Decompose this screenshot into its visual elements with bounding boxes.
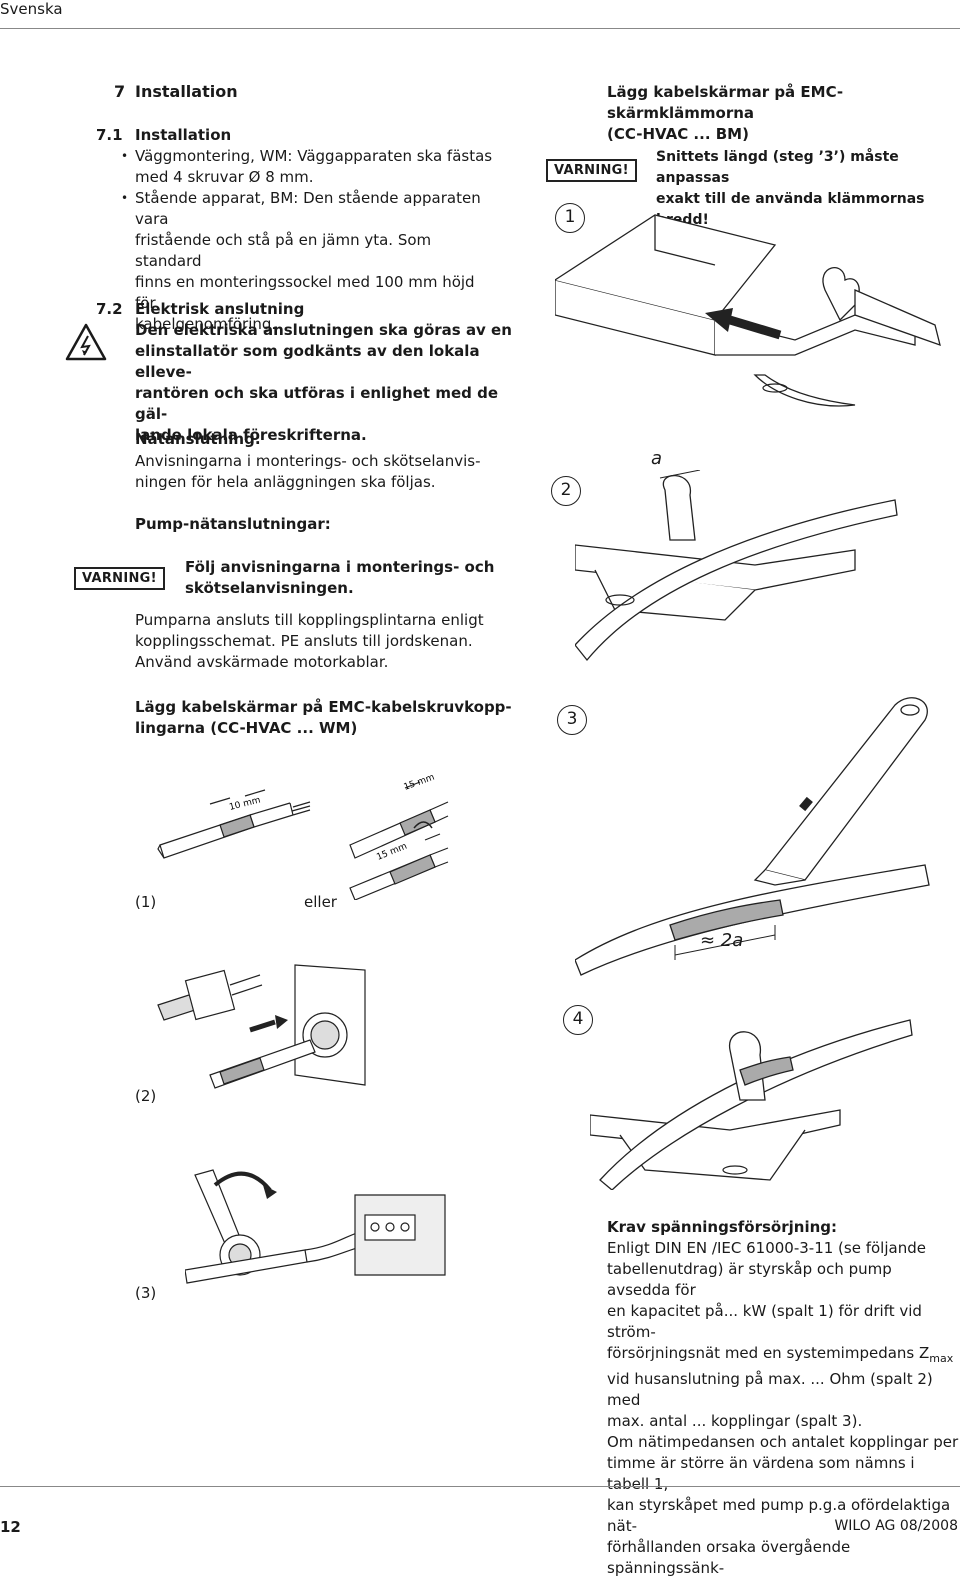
step-2-number: 2	[551, 476, 581, 506]
figure-label-3: (3)	[135, 1284, 157, 1302]
emc-clamp-rail-illustration	[555, 214, 941, 407]
cut-warning-line2: exakt till de använda klämmornas bredd!	[656, 191, 925, 228]
pump-warning-text: Följ anvisningarna i monterings- och skö…	[185, 557, 515, 599]
cut-warning-line1: Snittets längd (steg ’3’) måste anpassas	[656, 149, 899, 186]
supply-line1: Enligt DIN EN /IEC 61000-3-11 (se följan…	[607, 1239, 926, 1257]
emc-clamp-title-line1: Lägg kabelskärmar på EMC-skärmklämmorna	[607, 83, 844, 122]
subsection-7-1-title: Installation	[135, 126, 232, 144]
section-title: Installation	[135, 82, 238, 101]
dim-15mm-label-a: 15 mm	[403, 773, 436, 793]
header-divider	[0, 28, 960, 29]
elec-warning-line4: lande lokala föreskrifterna.	[135, 426, 367, 444]
figure-or-label: eller	[304, 893, 337, 911]
emc-cable-title: Lägg kabelskärmar på EMC-kabelskruvkopp-…	[135, 697, 515, 739]
emc-clamp-title: Lägg kabelskärmar på EMC-skärmklämmorna …	[607, 82, 957, 145]
supply-line7: Om nätimpedansen och antalet kopplingar …	[607, 1433, 959, 1451]
cable-cutting-knife-illustration	[575, 697, 930, 976]
footer-company: WILO AG 08/2008	[834, 1518, 958, 1534]
bullet1-line2: med 4 skruvar Ø 8 mm.	[135, 168, 314, 186]
cable-stripping-illustration: 10 mm 15 mm 15 mm	[157, 773, 449, 900]
figure-label-2: (2)	[135, 1087, 157, 1105]
subsection-7-2-title: Elektrisk anslutning	[135, 300, 305, 318]
cable-gland-tightening-illustration	[185, 1169, 446, 1284]
emc-cable-title-line1: Lägg kabelskärmar på EMC-kabelskruvkopp-	[135, 698, 512, 716]
pump-line3: Använd avskärmade motorkablar.	[135, 653, 389, 671]
language-label: Svenska	[0, 0, 63, 18]
elec-warning-line2: elinstallatör som godkänts av den lokala…	[135, 342, 480, 381]
supply-line9: kan styrskåpet med pump p.g.a ofördelakt…	[607, 1496, 951, 1535]
step-3-number: 3	[557, 705, 587, 735]
network-line2: ningen för hela anläggningen ska följas.	[135, 473, 436, 491]
supply-line8: timme är större än värdena som nämns i t…	[607, 1454, 915, 1493]
supply-line4: försörjningsnät med en systemimpedans Zm…	[607, 1343, 959, 1369]
bullet2-line3: finns en monteringssockel med 100 mm höj…	[135, 273, 475, 312]
step-1-number: 1	[555, 203, 585, 233]
supply-line6: max. antal ... kopplingar (spalt 3).	[607, 1412, 863, 1430]
step-4-number: 4	[563, 1005, 593, 1035]
section-number: 7	[114, 82, 126, 101]
network-title: Nätanslutning:	[135, 430, 261, 448]
page-number: 12	[0, 1518, 21, 1536]
bullet-wall-mount: Väggmontering, WM: Väggapparaten ska fäs…	[119, 146, 499, 188]
dimension-2a-label: ≈ 2a	[700, 930, 744, 951]
supply-line3: en kapacitet på... kW (spalt 1) för drif…	[607, 1302, 922, 1341]
warning-badge-right: VARNING!	[546, 159, 637, 182]
bullet2-line4: kabelgenomföring.	[135, 315, 277, 333]
pump-text: Pumparna ansluts till kopplingsplintarna…	[135, 610, 515, 673]
bullet-standing: Stående apparat, BM: Den stående apparat…	[119, 188, 499, 335]
figure-label-1: (1)	[135, 893, 157, 911]
footer-divider	[0, 1486, 960, 1487]
supply-line10: förhållanden orsaka övergående spännings…	[607, 1538, 851, 1577]
network-line1: Anvisningarna i monterings- och skötsela…	[135, 452, 481, 470]
pump-warning-line1: Följ anvisningarna i monterings- och	[185, 558, 495, 576]
bullet2-line1: Stående apparat, BM: Den stående apparat…	[135, 189, 481, 228]
pump-warning-line2: skötselanvisningen.	[185, 579, 354, 597]
cut-length-warning: Snittets längd (steg ’3’) måste anpassas…	[656, 147, 956, 231]
zmax-subscript: max	[929, 1352, 954, 1365]
supply-line5: vid husanslutning på max. ... Ohm (spalt…	[607, 1370, 933, 1409]
bullet1-line1: Väggmontering, WM: Väggapparaten ska fäs…	[135, 147, 493, 165]
electrical-hazard-icon	[65, 323, 107, 361]
cable-gland-illustration	[157, 964, 366, 1089]
elec-warning-line3: rantören och ska utföras i enlighet med …	[135, 384, 498, 423]
cable-clamped-illustration	[590, 1019, 913, 1190]
network-text: Anvisningarna i monterings- och skötsela…	[135, 451, 515, 493]
emc-clamp-title-line2: (CC-HVAC ... BM)	[607, 125, 749, 143]
clamp-width-illustration	[575, 470, 898, 662]
elec-warning-line1: Den elektriska anslutningen ska göras av…	[135, 321, 512, 339]
dimension-a-label: a	[651, 448, 663, 469]
supply-line4-text: försörjningsnät med en systemimpedans Z	[607, 1344, 930, 1362]
bullet2-line2: fristående och stå på en jämn yta. Som s…	[135, 231, 432, 270]
installation-bullets: Väggmontering, WM: Väggapparaten ska fäs…	[119, 146, 499, 335]
emc-cable-title-line2: lingarna (CC-HVAC ... WM)	[135, 719, 358, 737]
pump-line1: Pumparna ansluts till kopplingsplintarna…	[135, 611, 484, 629]
subsection-7-2-number: 7.2	[96, 300, 123, 318]
supply-line2: tabellenutdrag) är styrskåp och pump avs…	[607, 1260, 892, 1299]
dim-10mm-label: 10 mm	[228, 796, 261, 813]
warning-badge-left: VARNING!	[74, 567, 165, 590]
pump-line2: kopplingsschemat. PE ansluts till jordsk…	[135, 632, 473, 650]
pump-title: Pump-nätanslutningar:	[135, 515, 331, 533]
supply-title: Krav spänningsförsörjning:	[607, 1218, 838, 1236]
electrical-warning-text: Den elektriska anslutningen ska göras av…	[135, 320, 515, 446]
subsection-7-1-number: 7.1	[96, 126, 123, 144]
